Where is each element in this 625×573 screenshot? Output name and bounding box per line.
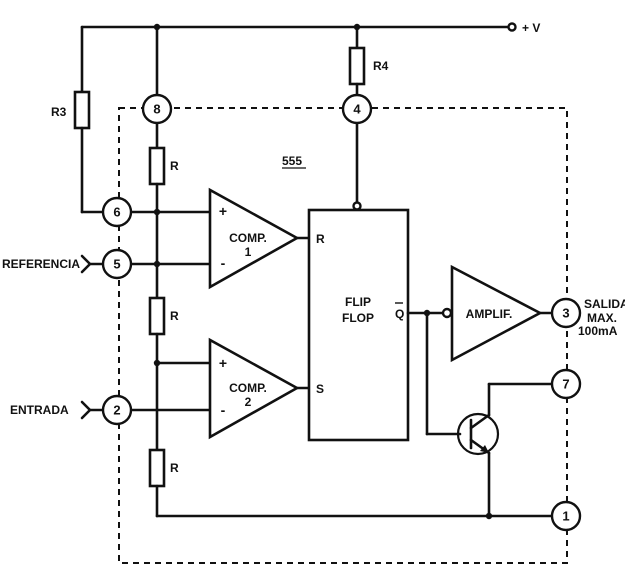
amplifier-label: AMPLIF. xyxy=(466,307,513,321)
supply-rail: + V xyxy=(80,21,540,35)
svg-text:6: 6 xyxy=(113,205,120,220)
svg-text:3: 3 xyxy=(562,306,569,321)
comparator-1: + - COMP. 1 xyxy=(129,187,311,290)
r3-label: R3 xyxy=(51,105,67,119)
pin-3: 3 xyxy=(550,297,582,329)
divider-r-bottom: R xyxy=(170,461,179,475)
comparator-2: + - COMP. 2 xyxy=(129,337,311,440)
comp1-minus: - xyxy=(221,255,226,271)
ff-label-2: FLOP xyxy=(342,311,374,325)
pin-6: 6 xyxy=(101,196,133,228)
divider-r-top: R xyxy=(170,159,179,173)
comp1-label-1: COMP. xyxy=(229,231,267,245)
pin-7: 7 xyxy=(550,368,582,400)
flip-flop: FLIP FLOP R S Q xyxy=(307,208,410,442)
comp2-label-1: COMP. xyxy=(229,381,267,395)
r4-label: R4 xyxy=(373,59,389,73)
referencia-label: REFERENCIA xyxy=(2,257,80,271)
svg-text:2: 2 xyxy=(113,403,120,418)
output-max: MAX. xyxy=(587,311,617,325)
resistor-r4: R4 xyxy=(348,25,389,97)
ff-s: S xyxy=(316,382,324,396)
output-current: 100mA xyxy=(578,324,618,338)
input-entrada: ENTRADA xyxy=(10,400,105,420)
ff-r: R xyxy=(316,232,325,246)
ff-label-1: FLIP xyxy=(345,295,371,309)
input-referencia: REFERENCIA xyxy=(2,254,105,274)
svg-text:4: 4 xyxy=(353,102,361,117)
discharge-transistor xyxy=(456,382,554,518)
pin-2: 2 xyxy=(101,394,133,426)
amplifier: AMPLIF. xyxy=(450,264,554,363)
comp2-label-2: 2 xyxy=(245,395,252,409)
supply-label: + V xyxy=(522,21,540,35)
resistor-r3: R3 xyxy=(51,25,105,214)
pin-1: 1 xyxy=(550,500,582,532)
svg-text:5: 5 xyxy=(113,257,120,272)
pin-8: 8 xyxy=(141,93,173,125)
divider-r-mid: R xyxy=(170,309,179,323)
svg-text:8: 8 xyxy=(153,102,160,117)
pin-4: 4 xyxy=(341,93,373,125)
entrada-label: ENTRADA xyxy=(10,403,69,417)
chip-label: 555 xyxy=(282,154,302,168)
comp2-plus: + xyxy=(219,355,227,371)
comp1-plus: + xyxy=(219,203,227,219)
svg-text:1: 1 xyxy=(562,509,569,524)
svg-text:7: 7 xyxy=(562,377,569,392)
comp1-label-2: 1 xyxy=(245,245,252,259)
output-salida: SALIDA xyxy=(584,297,625,311)
comp2-minus: - xyxy=(221,402,226,418)
ff-q: Q xyxy=(395,307,404,321)
pin-5: 5 xyxy=(101,248,133,280)
divider-column: R R R xyxy=(148,25,179,518)
